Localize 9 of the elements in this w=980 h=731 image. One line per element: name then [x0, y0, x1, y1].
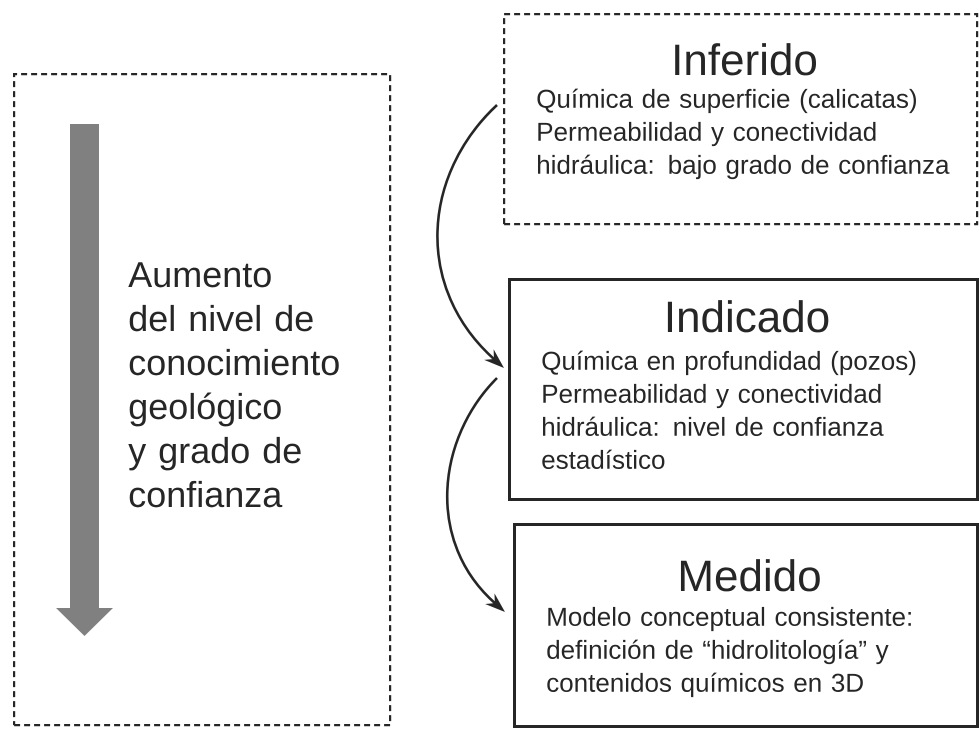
side-text: Aumento del nivel de conocimiento geológico y grado de confianza	[128, 262, 339, 508]
box-text: Modelo conceptual consistente: definición de “hidrolitología” y contenidos químicos en 3D	[547, 606, 911, 698]
box-text: Química de superficie (calicatas)	[537, 88, 916, 114]
box-title: Inferido	[675, 43, 816, 76]
box-title: Medido	[680, 559, 820, 592]
box-text: Química en profundidad (pozos)	[542, 350, 916, 376]
box-title: Indicado	[668, 300, 828, 332]
box-text: Permeabilidad y conectividad hidráulica: nivel de confianza estadístico	[542, 384, 884, 469]
box-text: Permeabilidad y conectividad hidráulica: bajo grado de confianza	[538, 122, 950, 180]
